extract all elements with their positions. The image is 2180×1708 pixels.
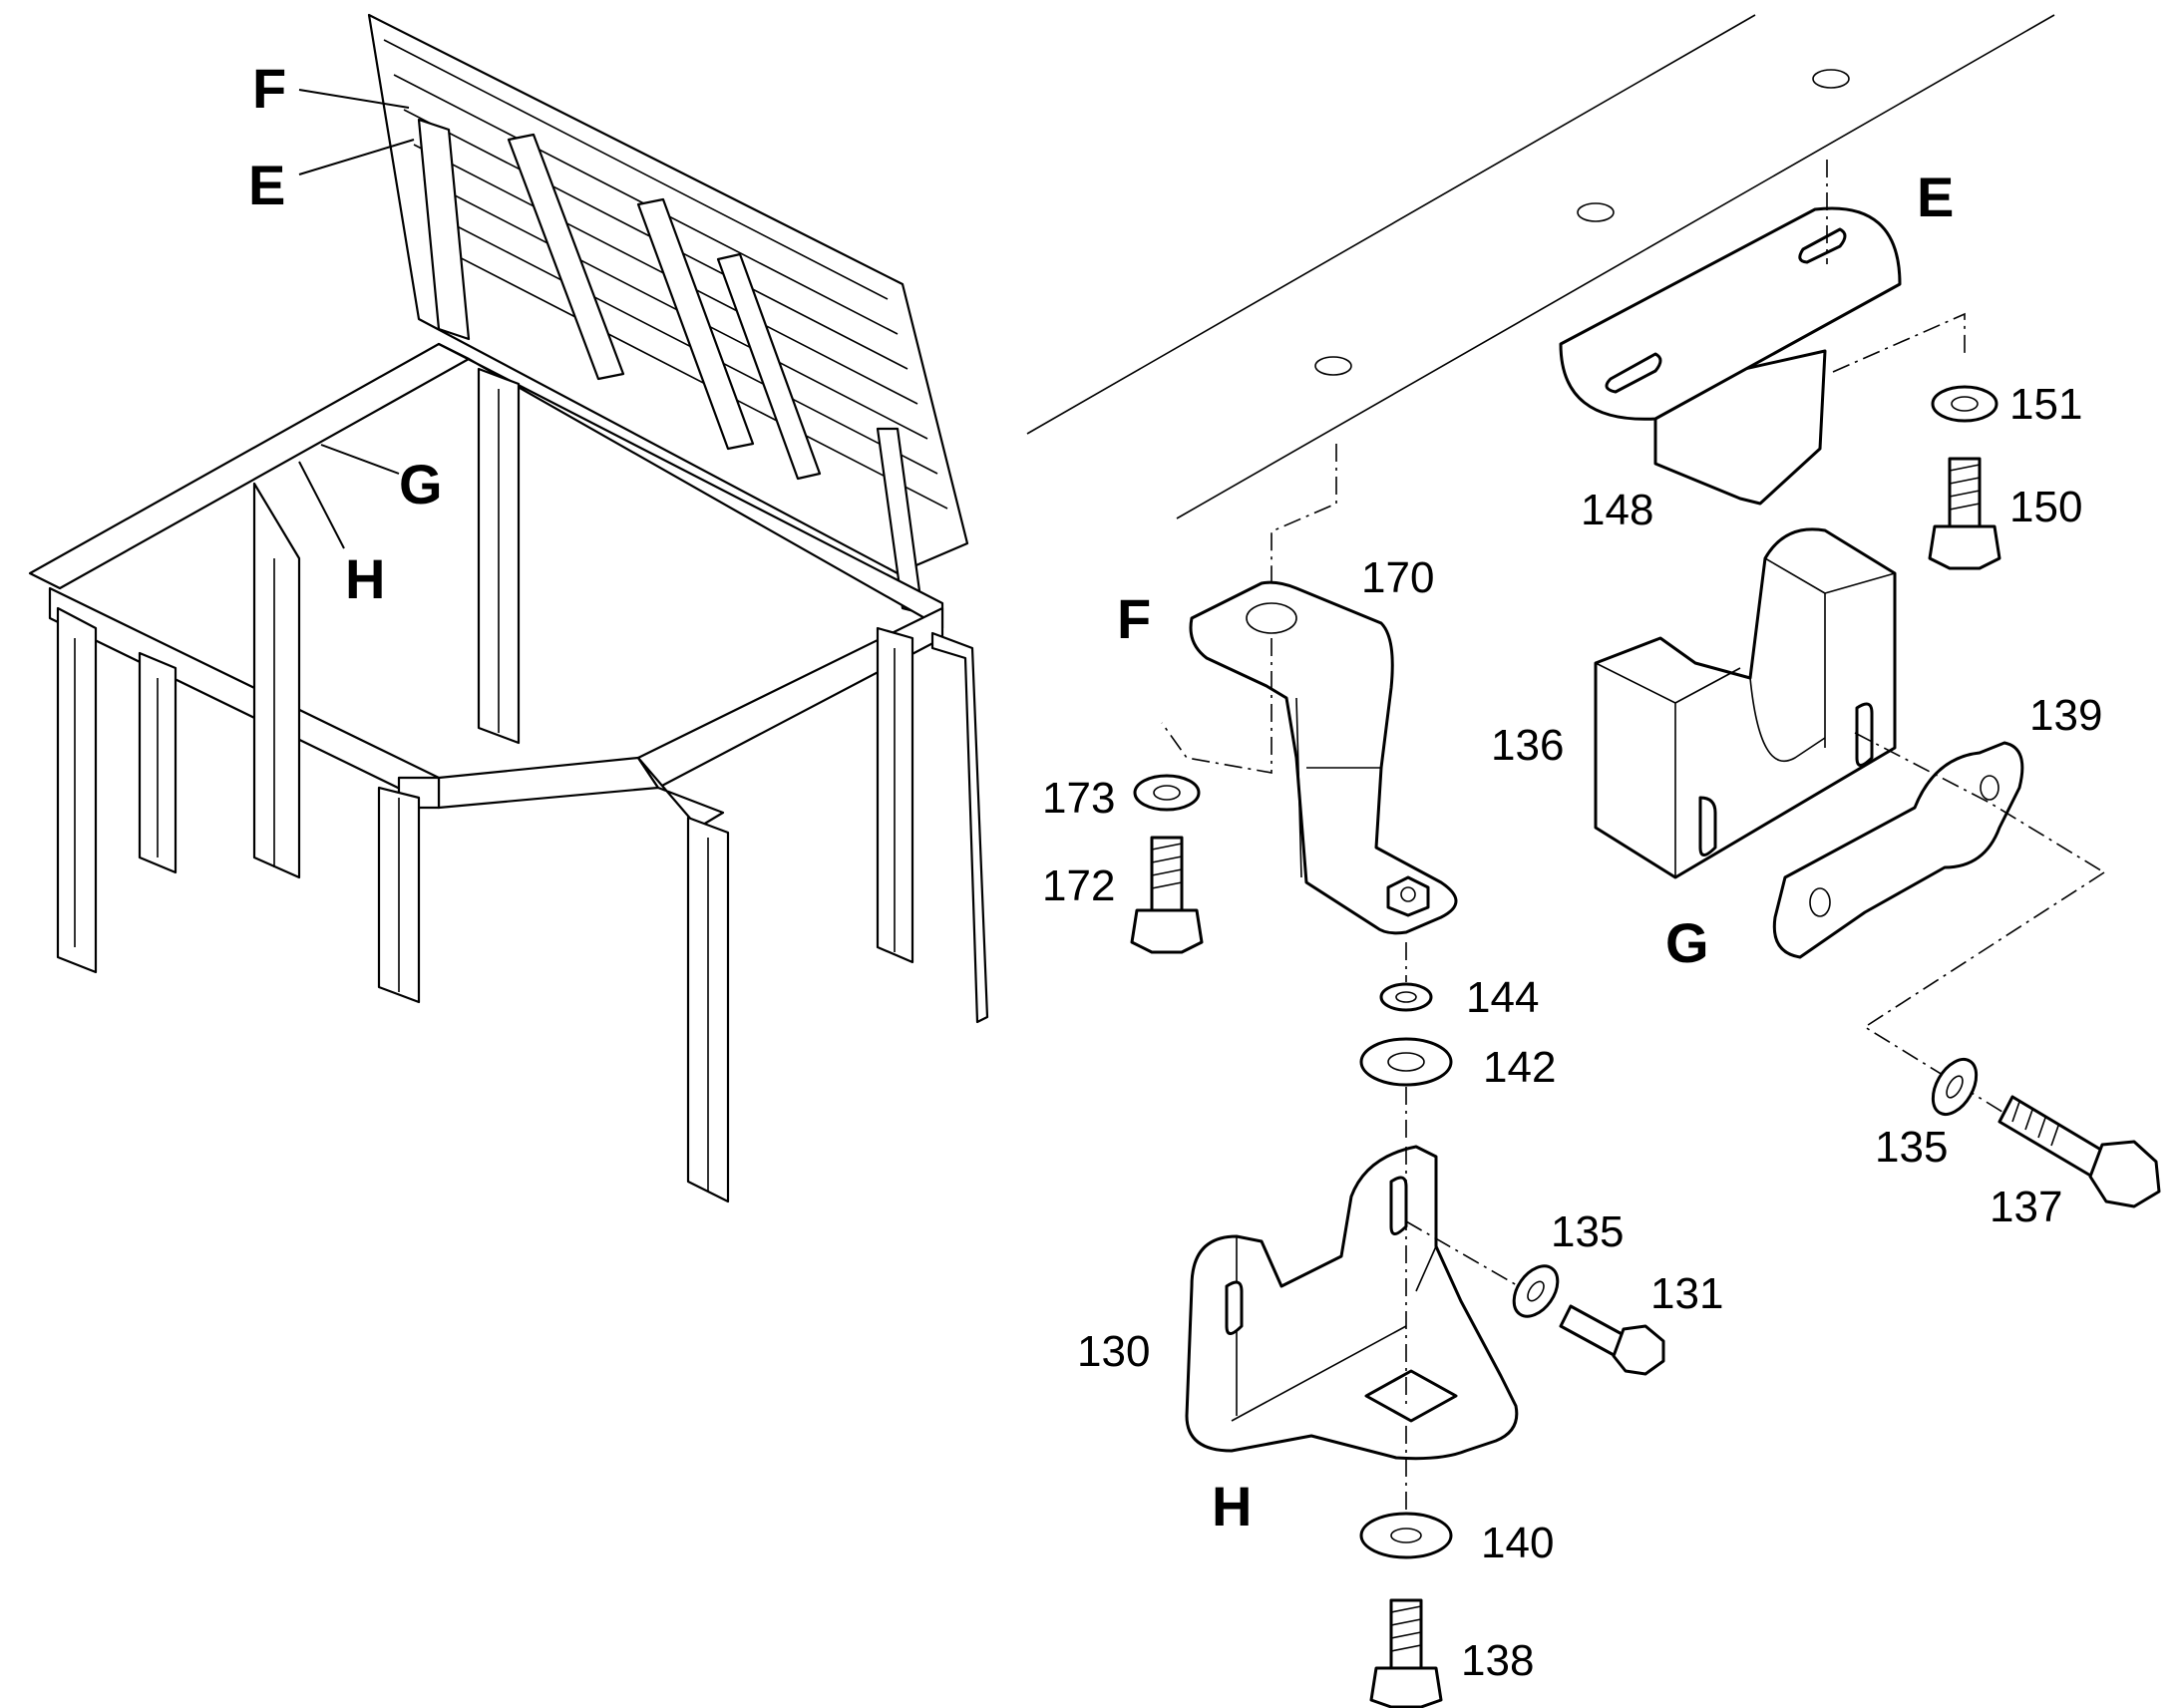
label-140: 140	[1481, 1519, 1554, 1567]
label-173: 173	[1042, 774, 1115, 823]
part-135-washer-upper	[1931, 1058, 1979, 1116]
overview-callout-h: H	[345, 547, 385, 610]
fastener-stack-center: 144 142	[1359, 942, 1556, 1142]
fastener-set-137: 135 137	[1863, 871, 2161, 1231]
label-138: 138	[1461, 1636, 1534, 1685]
group-f-label: F	[1117, 587, 1151, 650]
label-137: 137	[1990, 1183, 2062, 1231]
group-h-label: H	[1212, 1475, 1252, 1537]
part-142-washer	[1359, 1037, 1453, 1087]
label-170: 170	[1361, 553, 1434, 602]
part-173-washer	[1133, 774, 1201, 812]
label-148: 148	[1581, 486, 1653, 534]
overview-callout-g: G	[399, 453, 443, 515]
mounting-rail	[1026, 14, 2055, 519]
label-135-upper: 135	[1875, 1123, 1948, 1172]
label-142: 142	[1483, 1043, 1556, 1092]
detail-group-g: G 136 139	[1491, 527, 2105, 974]
label-151: 151	[2009, 380, 2082, 429]
part-135-washer-lower	[1512, 1264, 1560, 1318]
part-140-washer	[1359, 1512, 1453, 1559]
label-131: 131	[1650, 1269, 1723, 1318]
label-139: 139	[2029, 691, 2102, 740]
detail-group-e: E 148 151 150	[1559, 160, 2082, 570]
label-136: 136	[1491, 721, 1564, 770]
part-139-plate	[1772, 741, 2024, 959]
base-frame	[28, 342, 944, 830]
part-170-bracket	[1189, 580, 1458, 935]
overview-callout-e: E	[248, 154, 285, 216]
label-135-lower: 135	[1551, 1207, 1624, 1256]
frame-legs	[56, 367, 989, 1203]
part-137-bolt	[1998, 1095, 2106, 1179]
part-144-lockwasher	[1379, 982, 1433, 1012]
group-e-label: E	[1917, 166, 1954, 228]
part-136-block	[1594, 527, 1897, 879]
overview-callout-f: F	[252, 57, 286, 120]
group-g-label: G	[1665, 911, 1709, 974]
label-172: 172	[1042, 861, 1115, 910]
overview-assembly: F E G H	[28, 13, 989, 1203]
detail-group-f: F 170 173 172	[1042, 444, 1458, 954]
hinged-lid	[367, 13, 969, 615]
label-144: 144	[1466, 973, 1539, 1022]
part-151-washer	[1931, 385, 1998, 423]
detail-group-h: H 130 135 131 140 138	[1077, 1145, 1723, 1708]
label-130: 130	[1077, 1327, 1150, 1376]
label-150: 150	[2009, 483, 2082, 531]
